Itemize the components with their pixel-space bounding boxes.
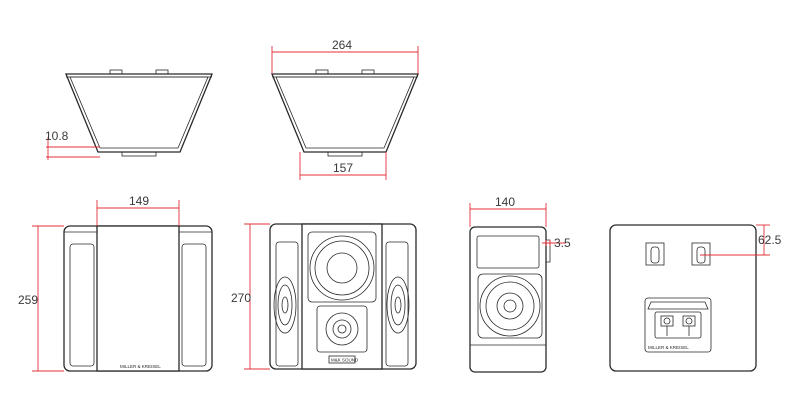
- left-side-driver: [273, 276, 297, 334]
- front-logo: MILLER & KREISEL: [120, 364, 161, 369]
- front-view: MILLER & KREISEL: [63, 225, 213, 372]
- back-logo: MILLER & KREISEL: [648, 345, 689, 350]
- bottom-width-dimension: 157: [299, 152, 387, 180]
- angled-badge: M&K SOUND: [331, 358, 359, 363]
- front-width-dimension: 149: [96, 194, 180, 226]
- angled-height-dimension: 270: [231, 223, 270, 370]
- side-view: [469, 226, 551, 373]
- top-width-dimension: 264: [271, 38, 419, 74]
- front-height-dimension: 259: [18, 225, 64, 372]
- right-side-driver: [386, 276, 410, 334]
- keyhole-mount-left: [645, 242, 665, 266]
- badge-plate: [328, 355, 356, 364]
- side-offset-dimension: 3.5: [542, 236, 571, 250]
- front-height-label: 259: [18, 293, 38, 307]
- woofer-driver: [307, 231, 377, 303]
- side-depth-dimension: 140: [469, 195, 547, 227]
- back-offset-label: 62.5: [758, 233, 782, 247]
- base-height-label: 10.8: [45, 129, 69, 143]
- side-offset-label: 3.5: [554, 236, 571, 250]
- tweeter-driver: [316, 305, 368, 353]
- top-width-label: 264: [332, 38, 352, 52]
- bottom-width-label: 157: [333, 161, 353, 175]
- keyhole-mount-right: [691, 242, 711, 266]
- angled-front-view: M&K SOUND: [269, 223, 417, 370]
- terminal-panel: [644, 297, 712, 353]
- front-width-label: 149: [129, 194, 149, 208]
- base-height-dimension: 10.8: [45, 129, 100, 160]
- top-view-left: [65, 69, 213, 157]
- top-view-right: [271, 69, 419, 157]
- back-view: MILLER & KREISEL: [609, 224, 757, 372]
- back-offset-dimension: 62.5: [700, 224, 782, 256]
- side-depth-label: 140: [495, 195, 515, 209]
- angled-height-label: 270: [231, 291, 251, 305]
- side-driver: [477, 273, 543, 339]
